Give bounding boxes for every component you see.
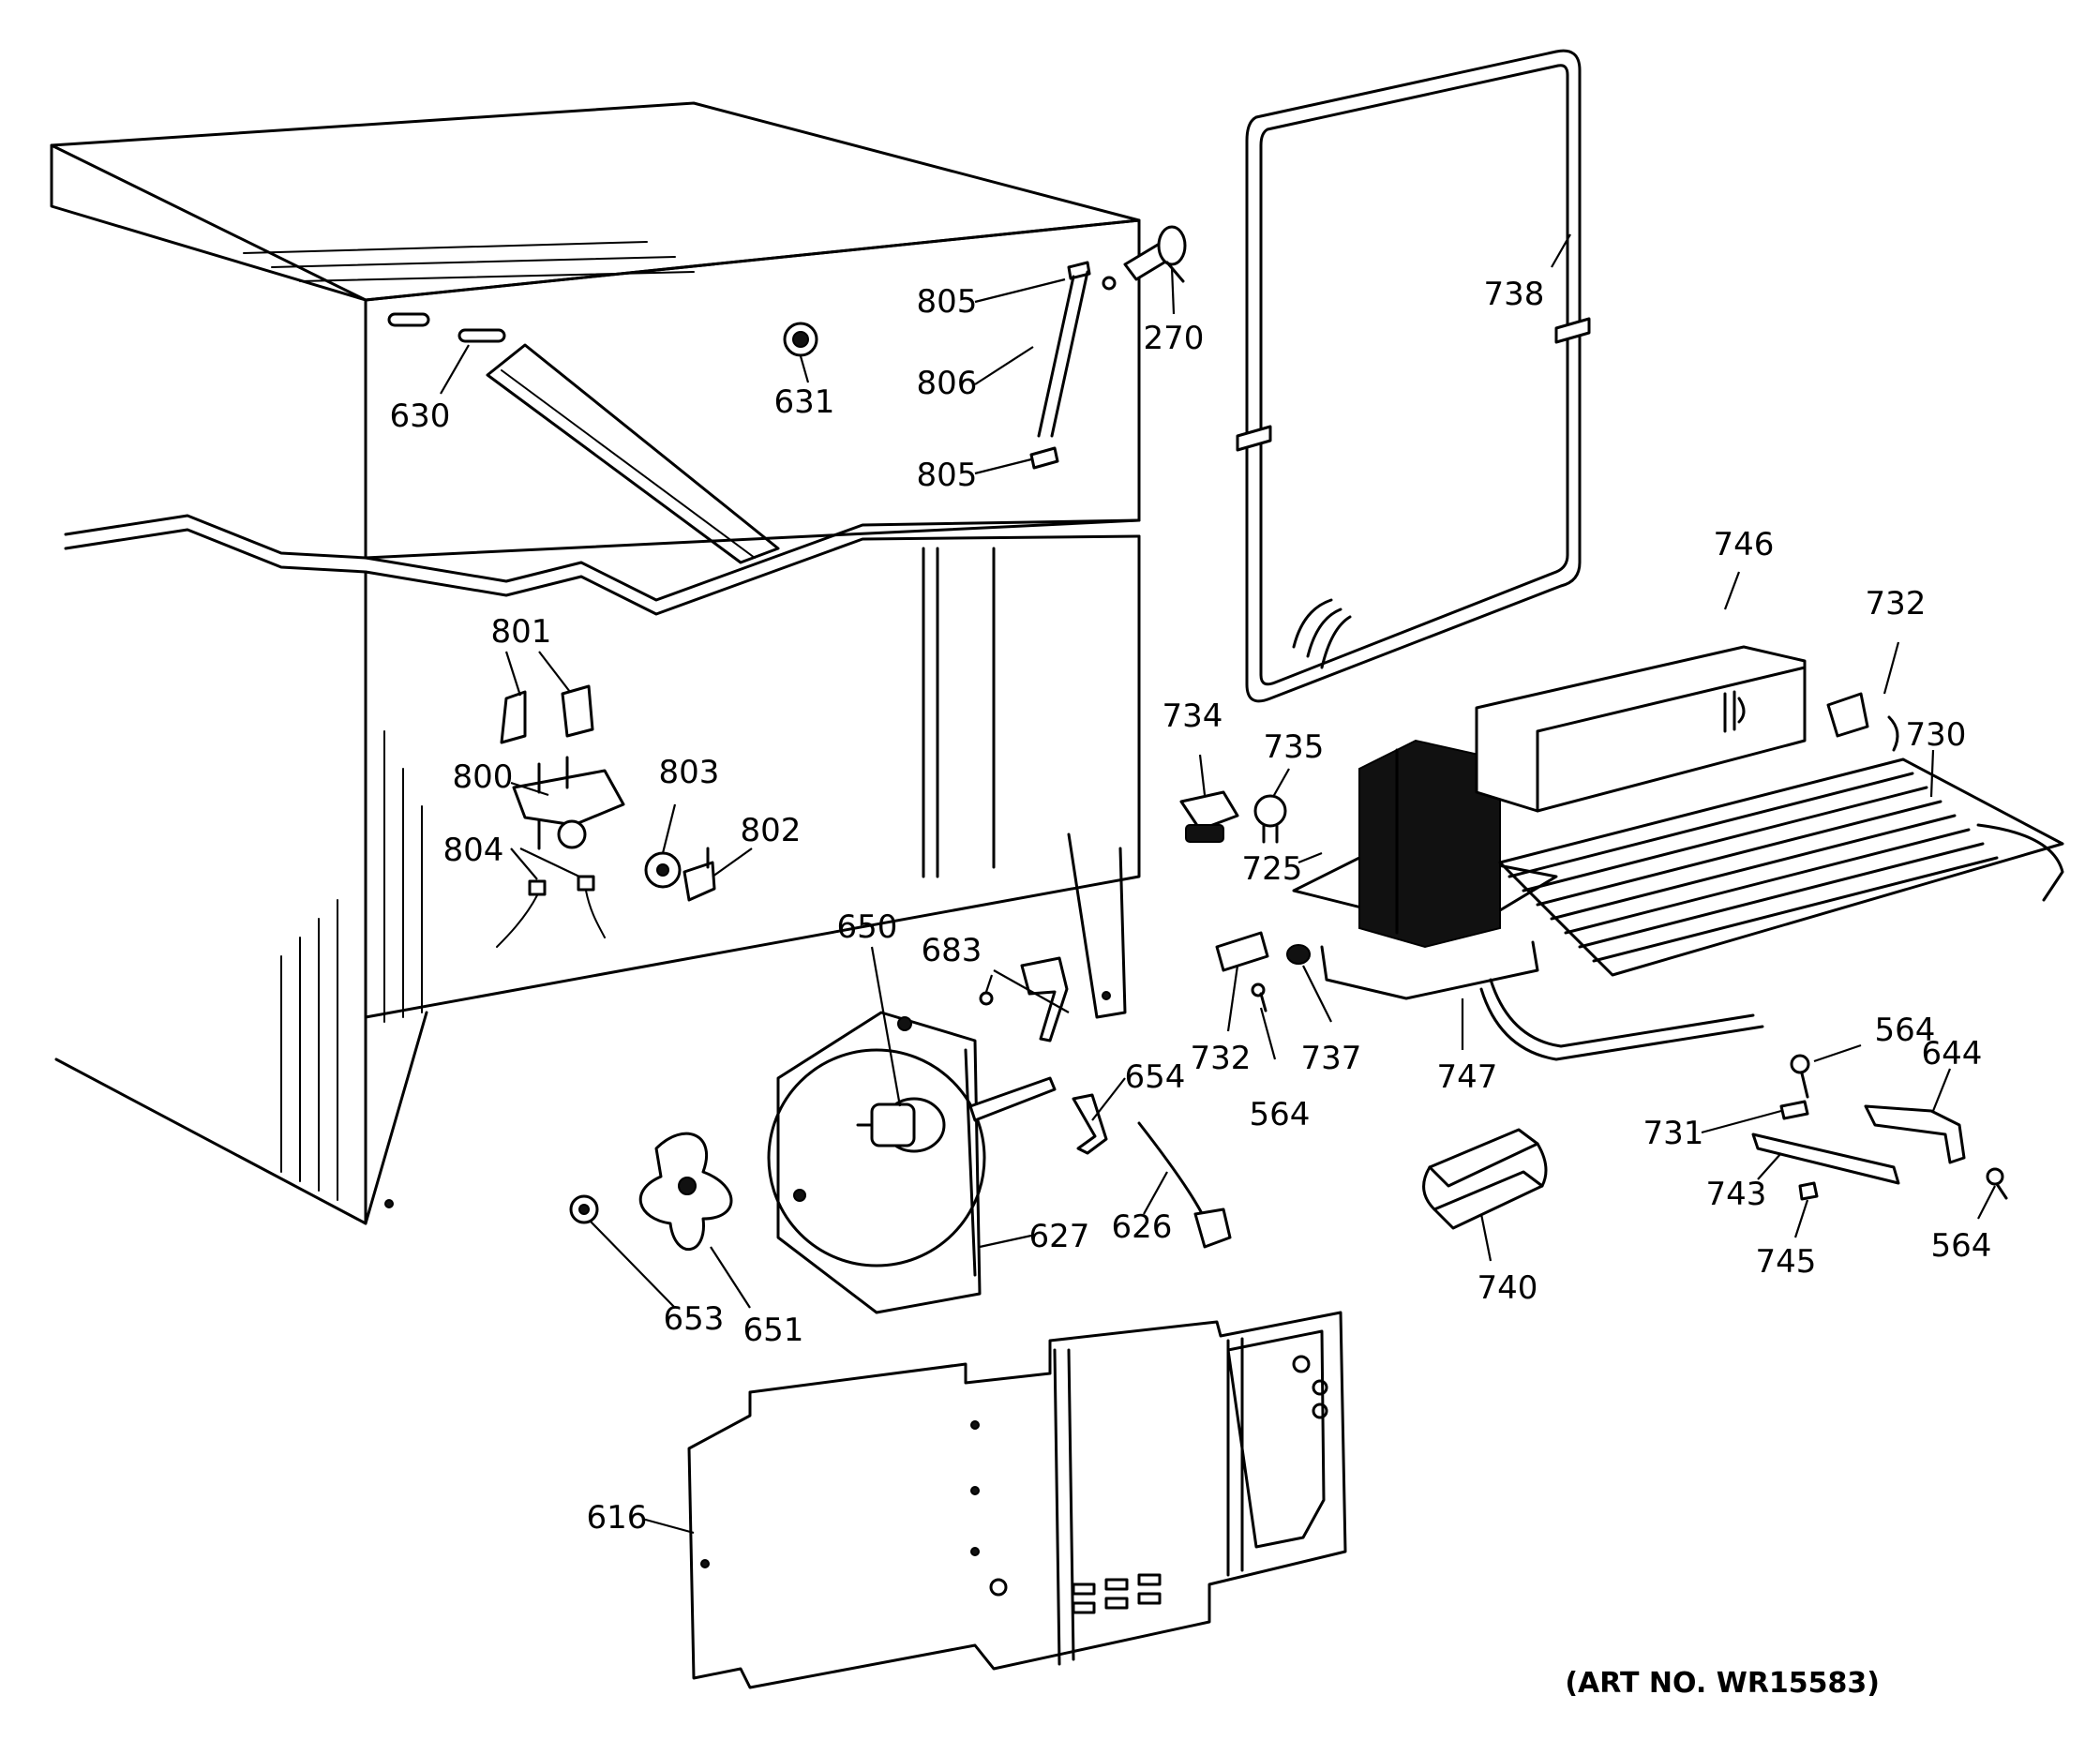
label-631: 631 xyxy=(774,383,835,421)
callout-labels: 805 806 805 270 630 631 801 800 803 802 … xyxy=(390,276,1992,1537)
label-806: 806 xyxy=(917,365,978,402)
bracket-654 xyxy=(1072,1093,1108,1155)
label-564-right: 564 xyxy=(1875,1012,1936,1049)
label-801: 801 xyxy=(491,613,552,651)
terminal-block-800 xyxy=(512,756,625,850)
label-564-bottom: 564 xyxy=(1931,1227,1992,1265)
label-730: 730 xyxy=(1906,716,1967,754)
label-270: 270 xyxy=(1144,320,1205,357)
label-740: 740 xyxy=(1478,1269,1538,1307)
clips-801 xyxy=(500,684,594,744)
label-651: 651 xyxy=(743,1312,804,1349)
label-732-left: 732 xyxy=(1191,1040,1252,1077)
relay-box-746 xyxy=(1475,645,1807,813)
label-616: 616 xyxy=(587,1499,648,1537)
nuts-804 xyxy=(496,875,606,948)
label-650: 650 xyxy=(837,908,898,946)
nut-653 xyxy=(569,1194,599,1224)
cabinet xyxy=(50,101,1141,1225)
label-746: 746 xyxy=(1714,526,1775,563)
label-745: 745 xyxy=(1756,1243,1817,1281)
label-800: 800 xyxy=(453,758,514,796)
fan-motor-650 xyxy=(856,1097,946,1153)
label-654: 654 xyxy=(1125,1058,1186,1096)
label-644: 644 xyxy=(1922,1035,1983,1072)
label-626: 626 xyxy=(1112,1208,1173,1246)
label-747: 747 xyxy=(1437,1058,1498,1096)
cord-626 xyxy=(1137,1121,1232,1249)
label-734: 734 xyxy=(1162,698,1223,735)
label-564-left: 564 xyxy=(1250,1096,1311,1133)
label-738: 738 xyxy=(1484,276,1545,313)
label-731: 731 xyxy=(1643,1115,1704,1152)
small-parts xyxy=(1179,692,2008,1230)
label-653: 653 xyxy=(664,1300,725,1338)
label-735: 735 xyxy=(1264,728,1325,766)
part-802 xyxy=(682,847,716,902)
label-803: 803 xyxy=(659,754,720,791)
fan-shroud-627 xyxy=(767,1011,986,1314)
label-683: 683 xyxy=(922,932,982,969)
hose-assembly xyxy=(1029,225,1187,470)
leader-lines xyxy=(440,233,1996,1535)
label-737: 737 xyxy=(1301,1040,1362,1077)
label-725: 725 xyxy=(1242,850,1303,888)
gasket-738 xyxy=(1236,49,1591,703)
art-number: (ART NO. WR15583) xyxy=(1565,1667,1880,1700)
label-802: 802 xyxy=(741,812,802,849)
bracket-683 xyxy=(968,956,1069,1122)
label-804: 804 xyxy=(443,832,504,869)
grille-616 xyxy=(687,1311,1347,1689)
label-805-bottom: 805 xyxy=(917,457,978,494)
condenser-730 xyxy=(1479,758,2064,1061)
compressor-747 xyxy=(1292,739,1558,1000)
label-630: 630 xyxy=(390,398,451,435)
label-732-right: 732 xyxy=(1866,585,1927,622)
label-805-top: 805 xyxy=(917,283,978,321)
fan-blade-651 xyxy=(638,1132,733,1252)
label-627: 627 xyxy=(1029,1218,1090,1255)
grommet-631 xyxy=(783,322,818,357)
part-803 xyxy=(644,851,682,889)
label-743: 743 xyxy=(1706,1176,1767,1213)
